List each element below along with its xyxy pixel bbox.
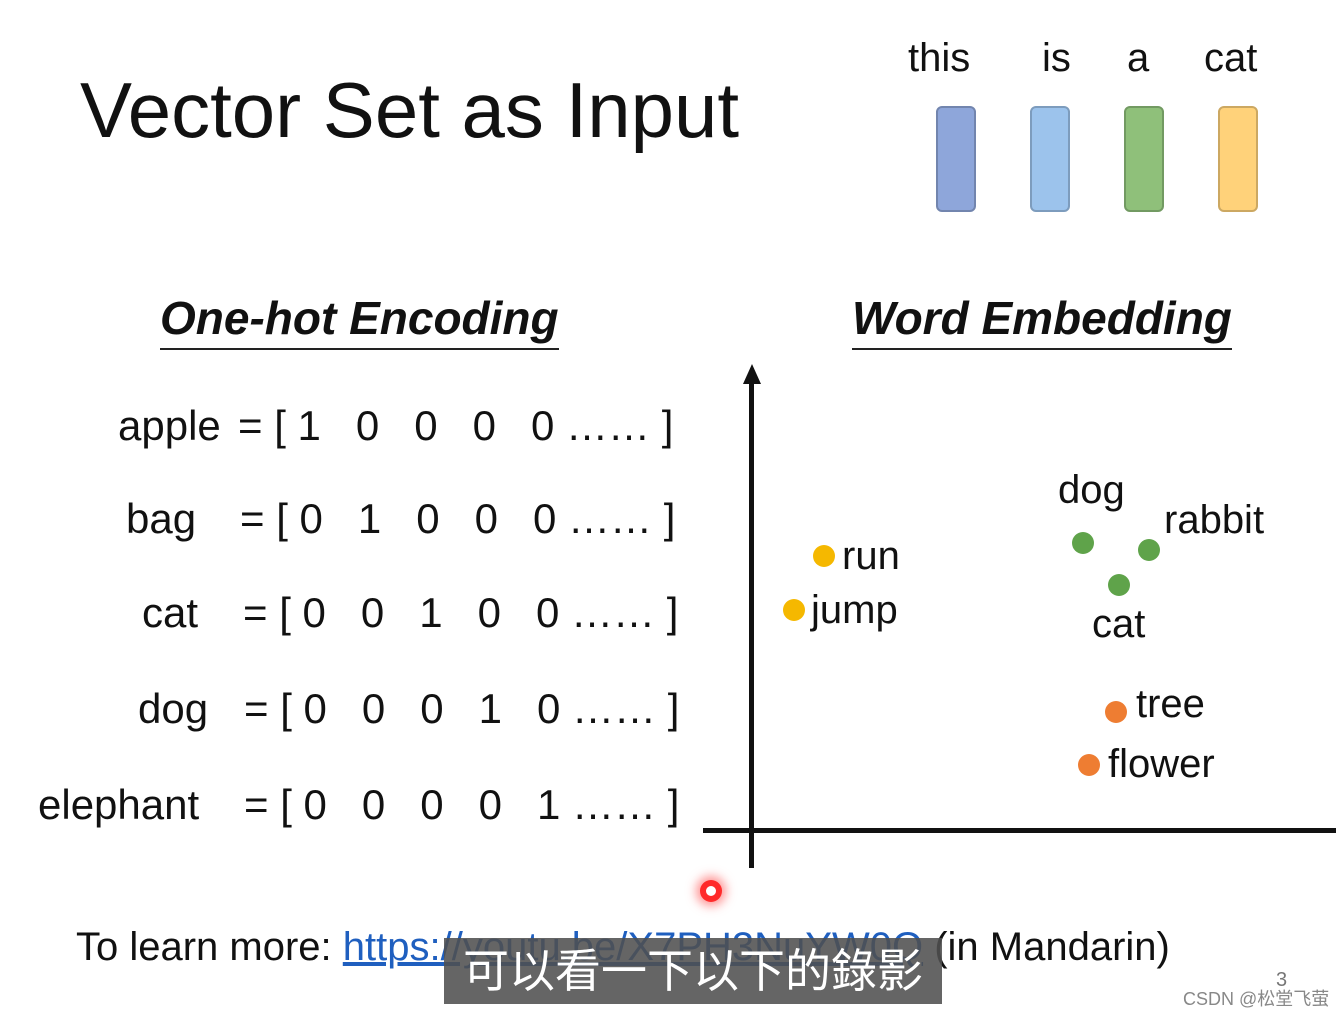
sentence-word-cat: cat — [1204, 36, 1258, 80]
embedding-label-dog: dog — [1058, 468, 1125, 512]
one-hot-vector: = [ 0 0 0 0 1 …… ] — [244, 781, 680, 828]
word-vector-cat — [1218, 106, 1258, 212]
slide-page-number: 3 — [1276, 969, 1288, 991]
embedding-label-rabbit: rabbit — [1164, 498, 1265, 542]
one-hot-word: cat — [142, 589, 199, 636]
learn-more-prefix: To learn more: — [76, 925, 343, 969]
embedding-point-cat — [1108, 574, 1130, 596]
embedding-label-flower: flower — [1108, 742, 1215, 786]
embedding-point-jump — [783, 599, 805, 621]
sentence-word-is: is — [1042, 36, 1071, 80]
sentence-word-a: a — [1127, 36, 1150, 80]
embedding-label-jump: jump — [811, 588, 898, 632]
one-hot-word: dog — [138, 685, 209, 732]
embedding-y-axis — [749, 378, 754, 868]
embedding-point-run — [813, 545, 835, 567]
word-embedding-heading: Word Embedding — [852, 288, 1232, 350]
laser-pointer-icon — [700, 880, 722, 902]
embedding-point-flower — [1078, 754, 1100, 776]
word-vector-a — [1124, 106, 1164, 212]
one-hot-word: elephant — [38, 781, 200, 828]
video-subtitle: 可以看一下以下的錄影 — [444, 938, 942, 1004]
watermark: CSDN @松堂飞萤 — [1183, 989, 1330, 1009]
one-hot-vector: = [ 0 1 0 0 0 …… ] — [240, 495, 676, 542]
one-hot-row-bag: bag = [ 0 1 0 0 0 …… ] — [0, 489, 700, 549]
embedding-point-tree — [1105, 701, 1127, 723]
one-hot-row-cat: cat = [ 0 0 1 0 0 …… ] — [0, 583, 700, 643]
word-vector-is — [1030, 106, 1070, 212]
word-vector-this — [936, 106, 976, 212]
y-axis-arrow-icon — [743, 364, 761, 384]
embedding-point-rabbit — [1138, 539, 1160, 561]
embedding-point-dog — [1072, 532, 1094, 554]
one-hot-heading: One-hot Encoding — [160, 288, 559, 350]
one-hot-vector: = [ 1 0 0 0 0 …… ] — [238, 402, 674, 449]
one-hot-row-elephant: elephant = [ 0 0 0 0 1 …… ] — [0, 775, 700, 835]
embedding-x-axis — [703, 828, 1336, 833]
embedding-label-tree: tree — [1136, 682, 1205, 726]
one-hot-vector: = [ 0 0 0 1 0 …… ] — [244, 685, 680, 732]
one-hot-word: bag — [126, 495, 197, 542]
one-hot-row-apple: apple = [ 1 0 0 0 0 …… ] — [0, 396, 700, 456]
one-hot-vector: = [ 0 0 1 0 0 …… ] — [243, 589, 679, 636]
sentence-word-this: this — [908, 36, 971, 80]
embedding-label-cat: cat — [1092, 602, 1146, 646]
one-hot-word: apple — [118, 402, 221, 449]
slide-title: Vector Set as Input — [80, 66, 740, 154]
learn-more-suffix: (in Mandarin) — [923, 925, 1170, 969]
one-hot-row-dog: dog = [ 0 0 0 1 0 …… ] — [0, 679, 700, 739]
embedding-label-run: run — [842, 534, 900, 578]
